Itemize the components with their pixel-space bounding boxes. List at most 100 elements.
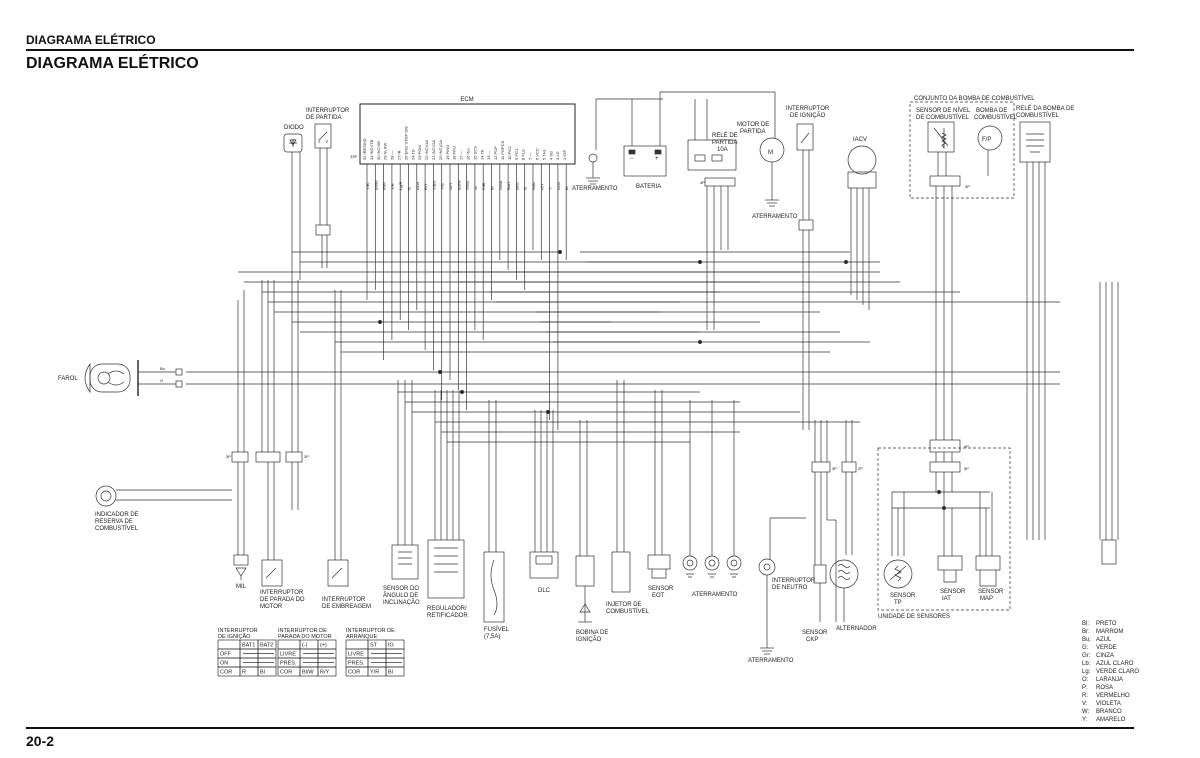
legend-color: AMARELO: [1096, 717, 1126, 723]
fusivel-10a-label: 10A: [717, 147, 728, 153]
legend-code: O:: [1082, 677, 1089, 683]
switch-table-text: Y/R: [370, 670, 379, 676]
indicador-reserva-label-2: RESERVA DE: [95, 519, 133, 525]
ecm-pin-label: 13 —: [486, 150, 491, 160]
diodo: DIODO: [283, 125, 304, 280]
ecm-pin-label: 20 INCV2A: [438, 140, 443, 160]
switch-table-text: PRES.: [280, 661, 297, 667]
legend-color: AZUL: [1096, 637, 1112, 643]
switch-table-cell: [345, 639, 369, 650]
injetor: INJETOR DE COMBUSTÍVEL: [606, 380, 650, 615]
interruptor-parada-label-1: INTERRUPTOR: [260, 590, 304, 596]
interruptor-neutro-label-2: DE NEUTRO: [772, 585, 808, 591]
legend-code: Lg:: [1082, 669, 1091, 675]
sensor-eot: SENSOR EOT: [647, 390, 674, 599]
sensores-connector-label-1: 5P: [964, 444, 969, 449]
conjunto-bomba-label: CONJUNTO DA BOMBA DE COMBUSTÍVEL: [914, 95, 1035, 102]
regulador-label-1: REGULADOR/: [427, 606, 467, 612]
sensor-tp-label-1: SENSOR: [890, 593, 916, 599]
legend-code: Bl:: [1082, 621, 1089, 627]
switch-table-text: BAT1: [242, 643, 255, 649]
sensor-eot-label-2: EOT: [652, 593, 665, 599]
ecm-wire-label: Y/Bl: [365, 183, 370, 190]
ecm-wire-label: R/Bl: [382, 182, 387, 190]
aterramento-bateria: ATERRAMENTO − + BATERIA: [572, 91, 775, 192]
ecm-pin-label: 24 TD: [410, 149, 415, 160]
dlc: DLC: [529, 410, 559, 594]
unidade-sensores: 5P 5P SENSOR TP SENSOR IAT SENSOR MAP UN…: [877, 439, 1011, 620]
ecm-wire-label: Bl/G: [514, 182, 519, 190]
bobina-label-2: IGNIÇÃO: [576, 636, 602, 643]
bobina: BOBINA DE IGNIÇÃO: [575, 420, 608, 643]
switch-table-text: LIVRE: [280, 652, 296, 658]
ecm-pin-label: 17 —: [459, 150, 464, 160]
ecm-pin-label: 7 —: [528, 153, 533, 160]
aterramento-triplo: ATERRAMENTO: [682, 400, 742, 598]
motor-partida-label-1: MOTOR DE: [737, 122, 769, 128]
switch-table-title: DE IGNIÇÃO: [218, 633, 251, 640]
legend-code: V:: [1082, 701, 1088, 707]
ecm-wire-label: Lg/R: [398, 181, 403, 190]
farol-wire-g: G: [160, 378, 163, 383]
ecm-pin-label: 14 TA: [479, 149, 484, 160]
indicador-reserva-label-3: COMBUSTÍVEL: [95, 525, 139, 532]
injetor-label-2: COMBUSTÍVEL: [606, 608, 650, 615]
interruptor-partida-label-1: INTERRUPTOR: [306, 108, 350, 114]
switch-table-cell: [277, 639, 301, 650]
sensor-eot-label-1: SENSOR: [648, 586, 674, 592]
legend-color: VERMELHO: [1096, 693, 1130, 699]
sensor-iat-label-1: SENSOR: [940, 589, 966, 595]
legend-color: LARANJA: [1096, 677, 1123, 683]
ecm-wire-label: W/Y: [448, 182, 453, 190]
ecm-wire-label: R/Y: [539, 183, 544, 190]
rele-partida-label-2: PARTIDA: [712, 140, 737, 146]
junction-dot: [698, 260, 702, 264]
bateria-label: BATERIA: [636, 184, 661, 190]
switch-table-title: INTERRUPTOR DE: [278, 628, 327, 634]
switch-table-cell: [257, 666, 277, 677]
mil: MIL: [233, 554, 249, 590]
interruptor-partida-label-2: DE PARTIDA: [306, 115, 341, 121]
sensor-ckp-label-1: SENSOR: [802, 630, 828, 636]
legend-code: R:: [1082, 693, 1088, 699]
switch-table-text: PRES.: [348, 661, 365, 667]
left-connectors: 3P 3P: [226, 280, 342, 560]
sensor-angulo: SENSOR DO ÂNGULO DE INCLINAÇÃO: [383, 380, 420, 606]
bomba-connector-label: 5P: [965, 184, 970, 189]
ecm-connector-label: 33P: [350, 154, 357, 159]
switch-table-text: Bl/W: [302, 670, 314, 676]
ecm-pin-label: 32 IRESIND: [362, 138, 367, 160]
ecm-pin-label: 21 INCV2A: [431, 140, 436, 160]
sensor-nivel-label-2: DE COMBUSTÍVEL: [916, 114, 970, 121]
color-legend: Bl:PRETOBr:MARROMBu:AZULG:VERDEGr:CINZAL…: [1082, 621, 1139, 723]
motor-partida: MOTOR DE PARTIDA M ATERRAMENTO: [737, 92, 798, 220]
switch-table-title: INTERRUPTOR DE: [346, 628, 395, 634]
ecm-pin-label: 27 IR: [397, 150, 402, 160]
ecm-pin-label: 8 FLS: [521, 149, 526, 160]
ecm-pin-label: 29 NLSW: [383, 143, 388, 160]
junction-dot: [460, 390, 464, 394]
legend-code: W:: [1082, 709, 1090, 715]
ecm-pin-label: 12 PCP: [493, 146, 498, 160]
legend-code: Br:: [1082, 629, 1090, 635]
diodo-label: DIODO: [284, 125, 304, 131]
regulador-label-2: RETIFICADOR: [427, 613, 468, 619]
sensor-angulo-label-2: ÂNGULO DE: [383, 592, 418, 599]
ecm-wire-label: Y/Bu: [431, 181, 436, 190]
junction-dot: [558, 250, 562, 254]
interruptor-ignicao-label-2: DE IGNIÇÃO: [790, 112, 826, 119]
ecm-wire-label: Bl: [564, 186, 569, 190]
switch-table-text: COR: [348, 670, 360, 676]
iacv: IACV: [847, 137, 877, 310]
ckp-alternador: 3P 2P SENSOR CKP ALTERNADOR: [802, 420, 877, 643]
running-header: DIAGRAMA ELÉTRICO: [26, 33, 156, 47]
ecm-wire-label: G/Bu: [498, 181, 503, 190]
rele-connector-label: 4P: [700, 180, 705, 185]
junction-dot: [378, 320, 382, 324]
left-connector-label-2: 3P: [304, 454, 309, 459]
junction-dot: [844, 260, 848, 264]
ecm-pin-label: 19 PINO: [445, 145, 450, 160]
fusivel-75: FUSÍVEL (7,5A): [483, 400, 510, 640]
